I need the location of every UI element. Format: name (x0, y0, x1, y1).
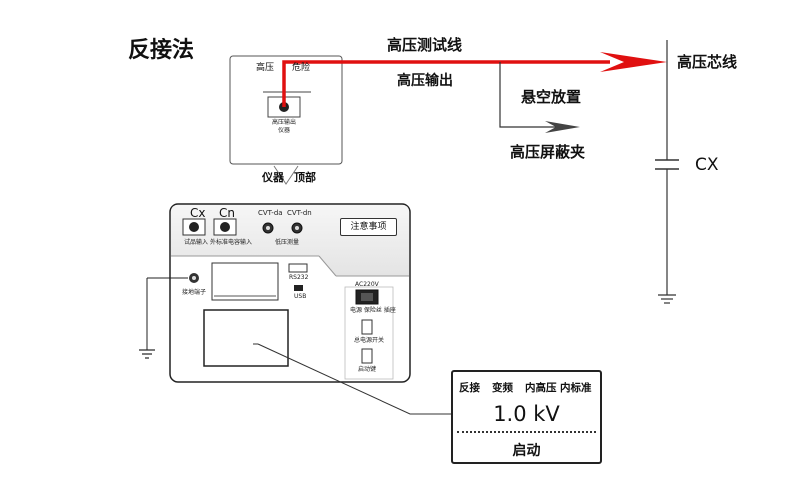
mode-internal-standard: 内标准 (560, 382, 592, 394)
voltage-readout: 1.0 kV (493, 402, 560, 426)
warning-button: 注意事项 (340, 218, 397, 236)
view-pointer-icon (273, 165, 299, 185)
start-label: 启动 (512, 443, 541, 459)
hv-output-label: 高压输出 (397, 73, 453, 89)
socket-label-line2: 仪器 (278, 127, 291, 134)
start-switch (361, 348, 373, 364)
hv-wire-arrow-icon (600, 52, 667, 72)
mode-variable-frequency: 变频 (492, 382, 513, 394)
suspended-label: 悬空放置 (521, 88, 582, 106)
instrument-label: 仪器 (262, 171, 284, 184)
top-hv-label: 高压 (256, 63, 275, 73)
switch2-label: 启动键 (358, 366, 377, 373)
hv-core-line-label: 高压芯线 (677, 53, 738, 71)
mode-reverse: 反接 (459, 382, 480, 394)
power-label: AC220V (355, 281, 379, 288)
usb-port (294, 285, 303, 291)
switch1-label: 总电源开关 (354, 337, 385, 344)
hv-test-wire (282, 60, 610, 107)
mode-internal-hv: 内高压 (525, 382, 557, 394)
zoomed-display: 反接 变频 内高压 内标准 1.0 kV 启动 (451, 370, 602, 464)
shield-clip-arrow-icon (545, 121, 580, 133)
usb-label: USB (294, 293, 307, 300)
cn-terminal-label: Cn (219, 206, 235, 220)
printer-window (211, 262, 279, 301)
ground-terminal-label: 接地端子 (182, 289, 207, 296)
cx-label: CX (695, 155, 719, 175)
cn-sub-label: 外标准电容输入 (210, 239, 253, 246)
hv-test-line-label: 高压测试线 (387, 36, 463, 54)
hv-shield-clip-label: 高压屏蔽夹 (510, 143, 586, 161)
rs232-port (288, 263, 308, 273)
top-label: 顶部 (294, 171, 316, 184)
panel-display-window (203, 309, 289, 367)
display-leader-line (257, 343, 451, 415)
socket-label-line1: 高压输出 (272, 119, 297, 126)
shield-wire (499, 62, 558, 128)
main-power-switch (361, 319, 373, 335)
power-sub-label: 电源 保险丝 插座 (350, 307, 396, 314)
cn-connector (220, 222, 230, 232)
cx-terminal-label: Cx (190, 206, 206, 220)
cvt-dn-label: CVT-dn (287, 209, 312, 217)
cx-sub-label: 试品输入 (184, 239, 209, 246)
top-danger-label: 危险 (292, 63, 311, 73)
cx-connector (189, 222, 199, 232)
method-title: 反接法 (128, 38, 195, 63)
cvt-sub-label: 低压测量 (275, 239, 300, 246)
rs232-label: RS232 (289, 274, 309, 281)
power-section (344, 286, 394, 380)
display-divider (457, 431, 596, 433)
cvt-da-label: CVT-da (258, 209, 283, 217)
